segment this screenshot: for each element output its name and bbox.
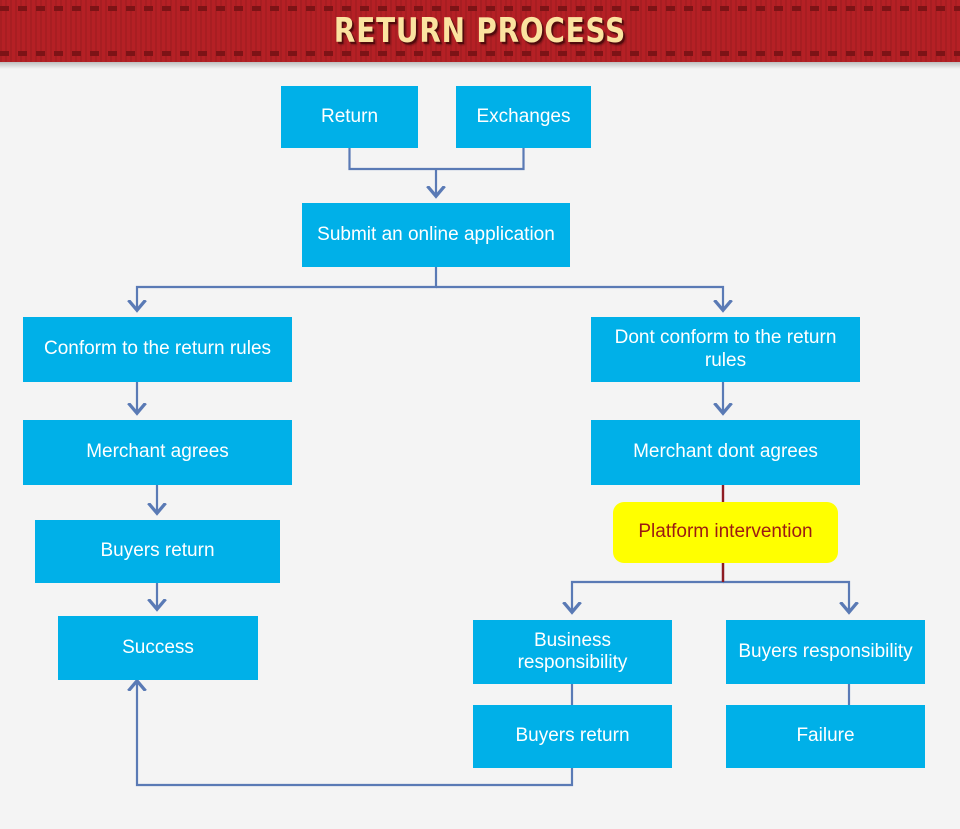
edge-platform-to-buyers-resp: [723, 580, 849, 610]
edge-platform-to-business: [572, 563, 725, 610]
edge-feedback-to-success: [137, 683, 574, 787]
page-title: RETURN PROCESS: [333, 11, 627, 51]
node-submit-online-application[interactable]: Submit an online application: [302, 203, 570, 267]
node-platform-intervention[interactable]: Platform intervention: [613, 502, 838, 563]
node-merchant-dont-agrees[interactable]: Merchant dont agrees: [591, 420, 860, 485]
edge-submit-to-conform: [137, 267, 438, 308]
node-success[interactable]: Success: [58, 616, 258, 680]
header-banner: RETURN PROCESS: [0, 0, 960, 62]
edge-submit-to-dont-conform: [436, 285, 723, 308]
banner-shadow: [0, 62, 960, 69]
node-dont-conform-to-return-rules[interactable]: Dont conform to the return rules: [591, 317, 860, 382]
edge-top-merge: [348, 148, 525, 171]
node-conform-to-return-rules[interactable]: Conform to the return rules: [23, 317, 292, 382]
node-failure[interactable]: Failure: [726, 705, 925, 768]
diagram-canvas: Return Exchanges Submit an online applic…: [0, 69, 960, 829]
node-buyers-return-right[interactable]: Buyers return: [473, 705, 672, 768]
node-business-responsibility[interactable]: Business responsibility: [473, 620, 672, 684]
node-buyers-return-left[interactable]: Buyers return: [35, 520, 280, 583]
node-buyers-responsibility[interactable]: Buyers responsibility: [726, 620, 925, 684]
node-exchanges[interactable]: Exchanges: [456, 86, 591, 148]
node-return[interactable]: Return: [281, 86, 418, 148]
node-merchant-agrees[interactable]: Merchant agrees: [23, 420, 292, 485]
